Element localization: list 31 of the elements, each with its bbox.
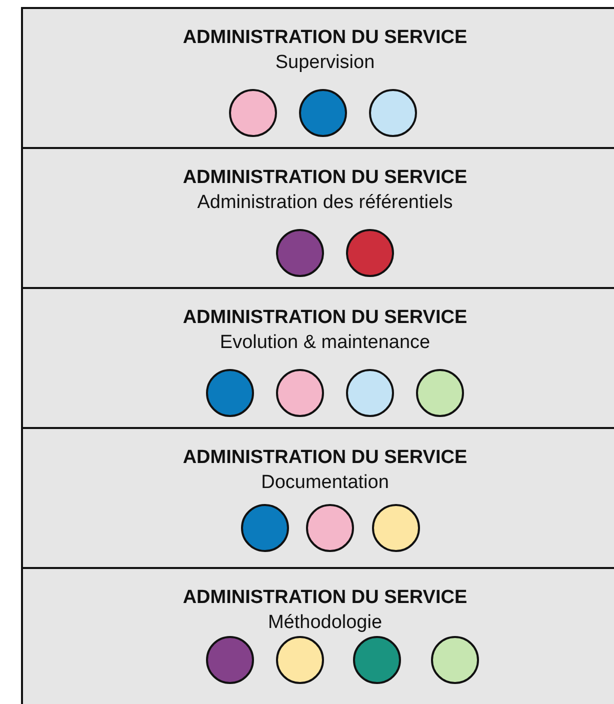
service-band (21, 7, 614, 149)
category-dot (353, 636, 401, 684)
category-dot (346, 229, 394, 277)
section-subtitle: Evolution & maintenance (218, 332, 432, 354)
category-dot (416, 369, 464, 417)
category-dot (276, 636, 324, 684)
section-heading: ADMINISTRATION DU SERVICE (182, 447, 468, 469)
category-dot (299, 89, 347, 137)
category-dot (372, 504, 420, 552)
service-band (21, 427, 614, 569)
category-dot (306, 504, 354, 552)
section-subtitle: Administration des référentiels (196, 192, 454, 214)
section-heading: ADMINISTRATION DU SERVICE (182, 587, 468, 609)
category-dot (369, 89, 417, 137)
category-dot (206, 636, 254, 684)
service-band (21, 567, 614, 704)
section-subtitle: Méthodologie (266, 612, 384, 634)
service-band (21, 147, 614, 289)
category-dot (276, 369, 324, 417)
section-heading: ADMINISTRATION DU SERVICE (182, 167, 468, 189)
category-dot (276, 229, 324, 277)
category-dot (241, 504, 289, 552)
category-dot (206, 369, 254, 417)
section-subtitle: Documentation (260, 472, 390, 494)
section-heading: ADMINISTRATION DU SERVICE (182, 307, 468, 329)
section-subtitle: Supervision (274, 52, 376, 74)
category-dot (431, 636, 479, 684)
service-band (21, 287, 614, 429)
section-heading: ADMINISTRATION DU SERVICE (182, 27, 468, 49)
category-dot (229, 89, 277, 137)
category-dot (346, 369, 394, 417)
